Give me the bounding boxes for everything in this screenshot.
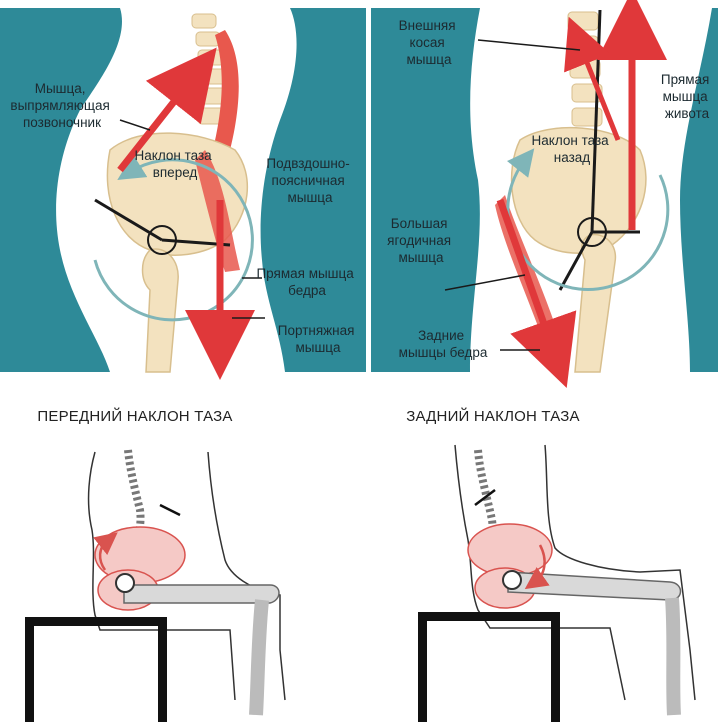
label-rectus-femoris: Прямая мышца бедра (256, 266, 357, 298)
panel-posterior-tilt-sitting: ЗАДНИЙ НАКЛОН ТАЗА (406, 407, 696, 722)
caption-posterior-tilt: ЗАДНИЙ НАКЛОН ТАЗА (406, 407, 580, 425)
panel-anterior-tilt-anatomy: Мышца, выпрямляющая позвоночник Наклон т… (0, 8, 366, 380)
label-gluteus-maximus: Большая ягодичная мышца (387, 216, 455, 265)
rotation-arrow (93, 154, 254, 322)
label-hamstrings: Задние мышцы бедра (399, 328, 488, 360)
label-erector-spinae: Мышца, выпрямляющая позвоночник (10, 81, 113, 130)
label-iliopsoas: Подвздошно- поясничная мышца (266, 156, 353, 205)
panel-posterior-tilt-anatomy: Внешняя косая мышца Прямая мышца живота … (371, 0, 718, 388)
erector-arrow (117, 47, 217, 173)
label-rectus-abdominis: Прямая мышца живота (661, 72, 713, 121)
erector-spinae-muscle (214, 30, 239, 150)
oblique-arrow (564, 16, 621, 141)
panel-anterior-tilt-sitting: ПЕРЕДНИЙ НАКЛОН ТАЗА (25, 407, 286, 722)
label-posterior-tilt: Наклон таза назад (532, 133, 613, 165)
label-anterior-tilt: Наклон таза вперед (135, 148, 216, 180)
label-sartorius: Портняжная мышца (278, 323, 358, 355)
femur (141, 248, 179, 373)
hamstring-arrow (496, 198, 577, 388)
label-external-oblique: Внешняя косая мышца (399, 18, 460, 67)
rotation-arrow-right (506, 148, 670, 292)
caption-anterior-tilt: ПЕРЕДНИЙ НАКЛОН ТАЗА (37, 407, 232, 425)
